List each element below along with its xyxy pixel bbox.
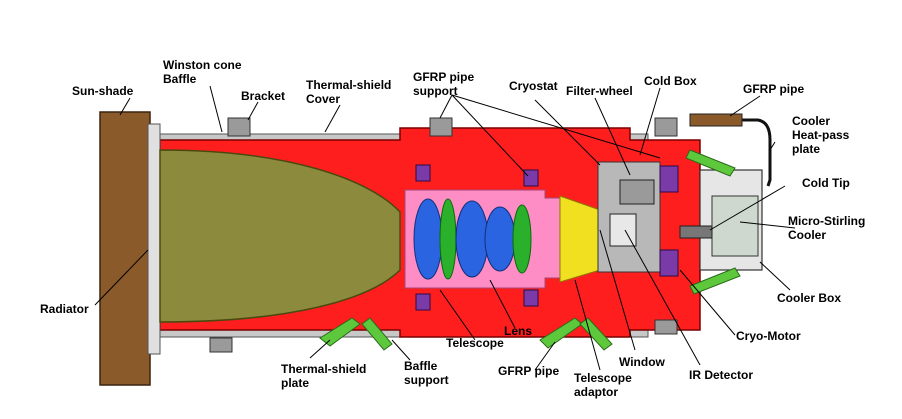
label-cryo-motor: Cryo-Motor (736, 329, 801, 343)
label-telescope: Telescope (446, 336, 504, 350)
label-ir-detector: IR Detector (689, 368, 754, 382)
lens-element (439, 198, 457, 280)
cooler-heat-pass-plate (742, 118, 772, 187)
micro-stirling-cooler (711, 195, 759, 257)
bracket-fixture (429, 117, 453, 137)
lens-element (413, 198, 443, 280)
leader-line (709, 185, 786, 231)
leader-line (679, 269, 736, 336)
leader-line (119, 97, 131, 116)
lens-element (484, 206, 516, 272)
label-baffle-support: Baffle support (404, 359, 449, 387)
label-winston-cone-baffle: Winston cone Baffle (163, 58, 242, 86)
leader-line (247, 101, 259, 121)
label-cooler-heat-pass-plate: Cooler Heat-pass plate (792, 114, 850, 156)
leader-line (534, 341, 556, 371)
leader-line (624, 229, 701, 366)
bracket-fixture (209, 337, 233, 353)
gfrp-pipe (361, 317, 393, 351)
label-window: Window (619, 355, 665, 369)
label-cold-box: Cold Box (644, 74, 697, 88)
label-telescope-adaptor: Telescope adaptor (574, 371, 632, 399)
gfrp-pipe-top (689, 113, 743, 127)
gfrp-pipe (689, 267, 741, 295)
cold-tip (679, 225, 713, 239)
label-filter-wheel: Filter-wheel (566, 84, 633, 98)
label-cryostat: Cryostat (509, 79, 558, 93)
bracket-fixture (654, 319, 678, 335)
gfrp-support-clamp (415, 293, 431, 311)
leader-lines (94, 85, 796, 371)
ir-detector (609, 213, 637, 247)
cryo-motor-part (659, 249, 679, 277)
label-bracket: Bracket (241, 89, 286, 103)
label-radiator: Radiator (40, 302, 89, 316)
leader-line (309, 339, 331, 359)
leader-line (451, 94, 529, 177)
label-gfrp-pipe-top: GFRP pipe (743, 82, 805, 96)
leader-line (391, 339, 411, 361)
leader-line (94, 249, 149, 306)
label-gfrp-pipe-support: GFRP pipe support (413, 70, 475, 98)
label-cold-tip: Cold Tip (802, 176, 850, 190)
leader-line (599, 229, 636, 351)
leader-line (639, 87, 661, 156)
radiator (147, 123, 161, 355)
leader-line (534, 99, 601, 166)
cryo-motor-part (659, 165, 679, 193)
label-micro-stirling-cooler: Micro-Stirling Cooler (788, 214, 866, 242)
leader-line (209, 85, 223, 133)
label-thermal-shield-plate: Thermal-shield plate (281, 362, 367, 390)
leader-line (594, 97, 631, 176)
gfrp-support-clamp (415, 164, 431, 182)
leader-line (439, 289, 476, 341)
leader-line (739, 221, 796, 229)
label-gfrp-pipe-bottom: GFRP pipe (498, 364, 560, 378)
label-sun-shade: Sun-shade (72, 84, 134, 98)
winston-cone-baffle (159, 149, 401, 323)
sun-shade (99, 111, 151, 386)
label-thermal-shield-cover: Thermal-shield Cover (306, 78, 392, 106)
bracket-fixture (227, 117, 251, 137)
leader-line (489, 279, 516, 329)
leader-line (759, 261, 791, 291)
telescope-adaptor (559, 195, 601, 283)
leader-line (439, 94, 453, 119)
leader-line (451, 94, 661, 159)
leader-line (574, 279, 601, 371)
label-cooler-box: Cooler Box (777, 291, 842, 305)
gfrp-support-clamp (523, 169, 539, 187)
lens-element (455, 200, 489, 278)
lens-element (512, 204, 532, 274)
label-lens: Lens (504, 324, 533, 338)
gfrp-support-clamp (523, 289, 539, 307)
gfrp-pipe (685, 149, 736, 177)
leader-line (324, 104, 341, 133)
bracket-fixture (654, 117, 678, 137)
filter-wheel (619, 179, 655, 205)
leader-line (769, 141, 776, 151)
leader-line (729, 95, 761, 117)
